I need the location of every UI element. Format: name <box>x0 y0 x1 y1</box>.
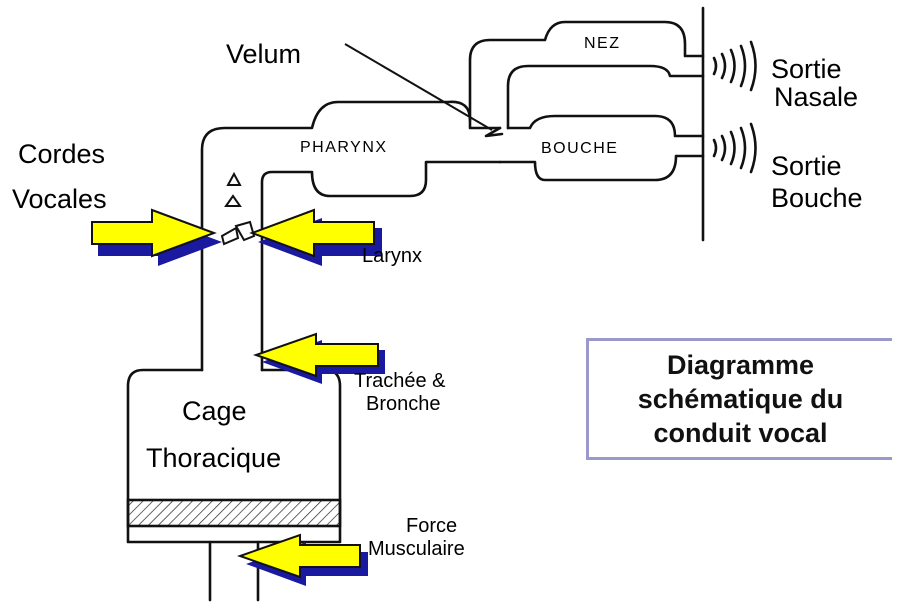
vocal-tract-outline <box>126 6 705 602</box>
title-line-3: conduit vocal <box>653 418 828 448</box>
label-cage-1: Cage <box>182 396 247 426</box>
air-puff-upper <box>226 171 242 186</box>
label-force-1: Force <box>406 515 457 537</box>
label-sortie-bouche-2: Bouche <box>771 183 863 213</box>
tract-right-wall <box>260 160 502 372</box>
arrow-cordes-vocales <box>91 208 222 266</box>
arrow-force-musculaire <box>236 533 368 586</box>
velum-pointer-line <box>344 43 493 131</box>
air-puff-lower <box>224 194 242 207</box>
vocal-fold-left <box>220 226 240 246</box>
title-line-1: Diagramme <box>666 350 815 380</box>
mouth-sound-waves <box>712 122 757 174</box>
arrow-larynx <box>249 208 382 266</box>
label-force-2: Musculaire <box>368 538 465 560</box>
label-bouche: BOUCHE <box>541 140 618 157</box>
diagram-title-box: Diagramme schématique du conduit vocal <box>586 338 892 460</box>
tract-left-wall <box>200 100 502 372</box>
label-trachee-1: Trachée & <box>354 370 446 392</box>
label-vocales: Vocales <box>12 184 107 214</box>
vocal-fold-right <box>234 220 256 242</box>
velum <box>484 126 504 138</box>
nasal-cavity <box>468 20 705 130</box>
label-velum: Velum <box>226 39 301 69</box>
mouth-cavity <box>498 114 705 182</box>
label-larynx: Larynx <box>362 245 422 267</box>
diaphragm-piston <box>126 498 342 528</box>
label-sortie-nasale-2: Nasale <box>774 82 858 112</box>
arrow-trachee <box>252 332 385 384</box>
label-sortie-bouche-1: Sortie <box>771 151 842 181</box>
label-nez: NEZ <box>584 35 621 52</box>
label-sortie-nasale-1: Sortie <box>771 54 842 84</box>
label-trachee-2: Bronche <box>366 393 441 415</box>
label-pharynx: PHARYNX <box>300 139 388 156</box>
label-cage-2: Thoracique <box>146 443 281 473</box>
title-line-2: schématique du <box>637 384 844 414</box>
nasal-sound-waves <box>712 40 757 92</box>
label-cordes: Cordes <box>18 139 105 169</box>
piston-rod <box>208 540 260 602</box>
